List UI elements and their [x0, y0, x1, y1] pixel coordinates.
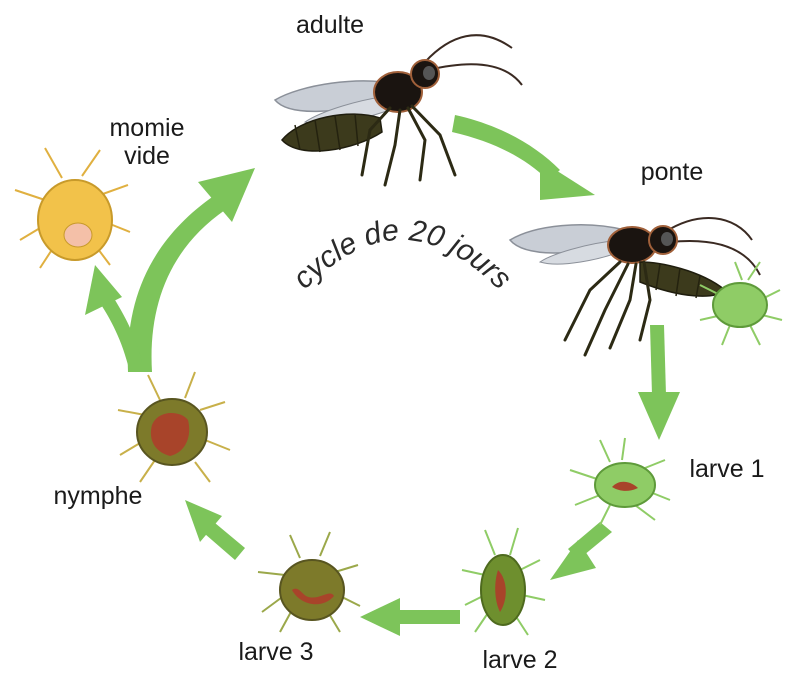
stage-label-larve2: larve 2	[482, 646, 557, 674]
host-aphid	[700, 262, 782, 345]
egg-laying-wasp-illustration	[510, 218, 782, 355]
stage-label-momie-line2: vide	[124, 142, 170, 170]
arrow-larve2-to-larve3	[360, 598, 460, 636]
arrow-nymphe-to-adulte	[128, 168, 255, 372]
adult-wasp-illustration	[275, 35, 522, 185]
larva-stage-1-illustration	[570, 438, 670, 525]
larva-stage-3-illustration	[258, 532, 360, 632]
cycle-arrows	[85, 115, 680, 636]
larva-stage-2-illustration	[462, 528, 545, 635]
cycle-duration-label: cycle de 20 jours	[287, 214, 518, 296]
stage-label-ponte: ponte	[641, 158, 704, 186]
arrow-larve1-to-larve2	[550, 522, 612, 580]
stage-label-larve1: larve 1	[689, 455, 764, 483]
arrow-larve3-to-nymphe	[185, 500, 245, 560]
stage-label-adulte: adulte	[296, 11, 364, 39]
stage-label-larve3: larve 3	[238, 638, 313, 666]
stage-label-nymphe: nymphe	[54, 482, 143, 510]
arrow-ponte-to-larve1	[638, 325, 680, 440]
arrow-adulte-to-ponte	[452, 115, 595, 200]
nymph-stage-illustration	[118, 372, 230, 482]
empty-mummy-illustration	[15, 148, 130, 268]
stage-label-momie-line1: momie	[109, 114, 184, 142]
